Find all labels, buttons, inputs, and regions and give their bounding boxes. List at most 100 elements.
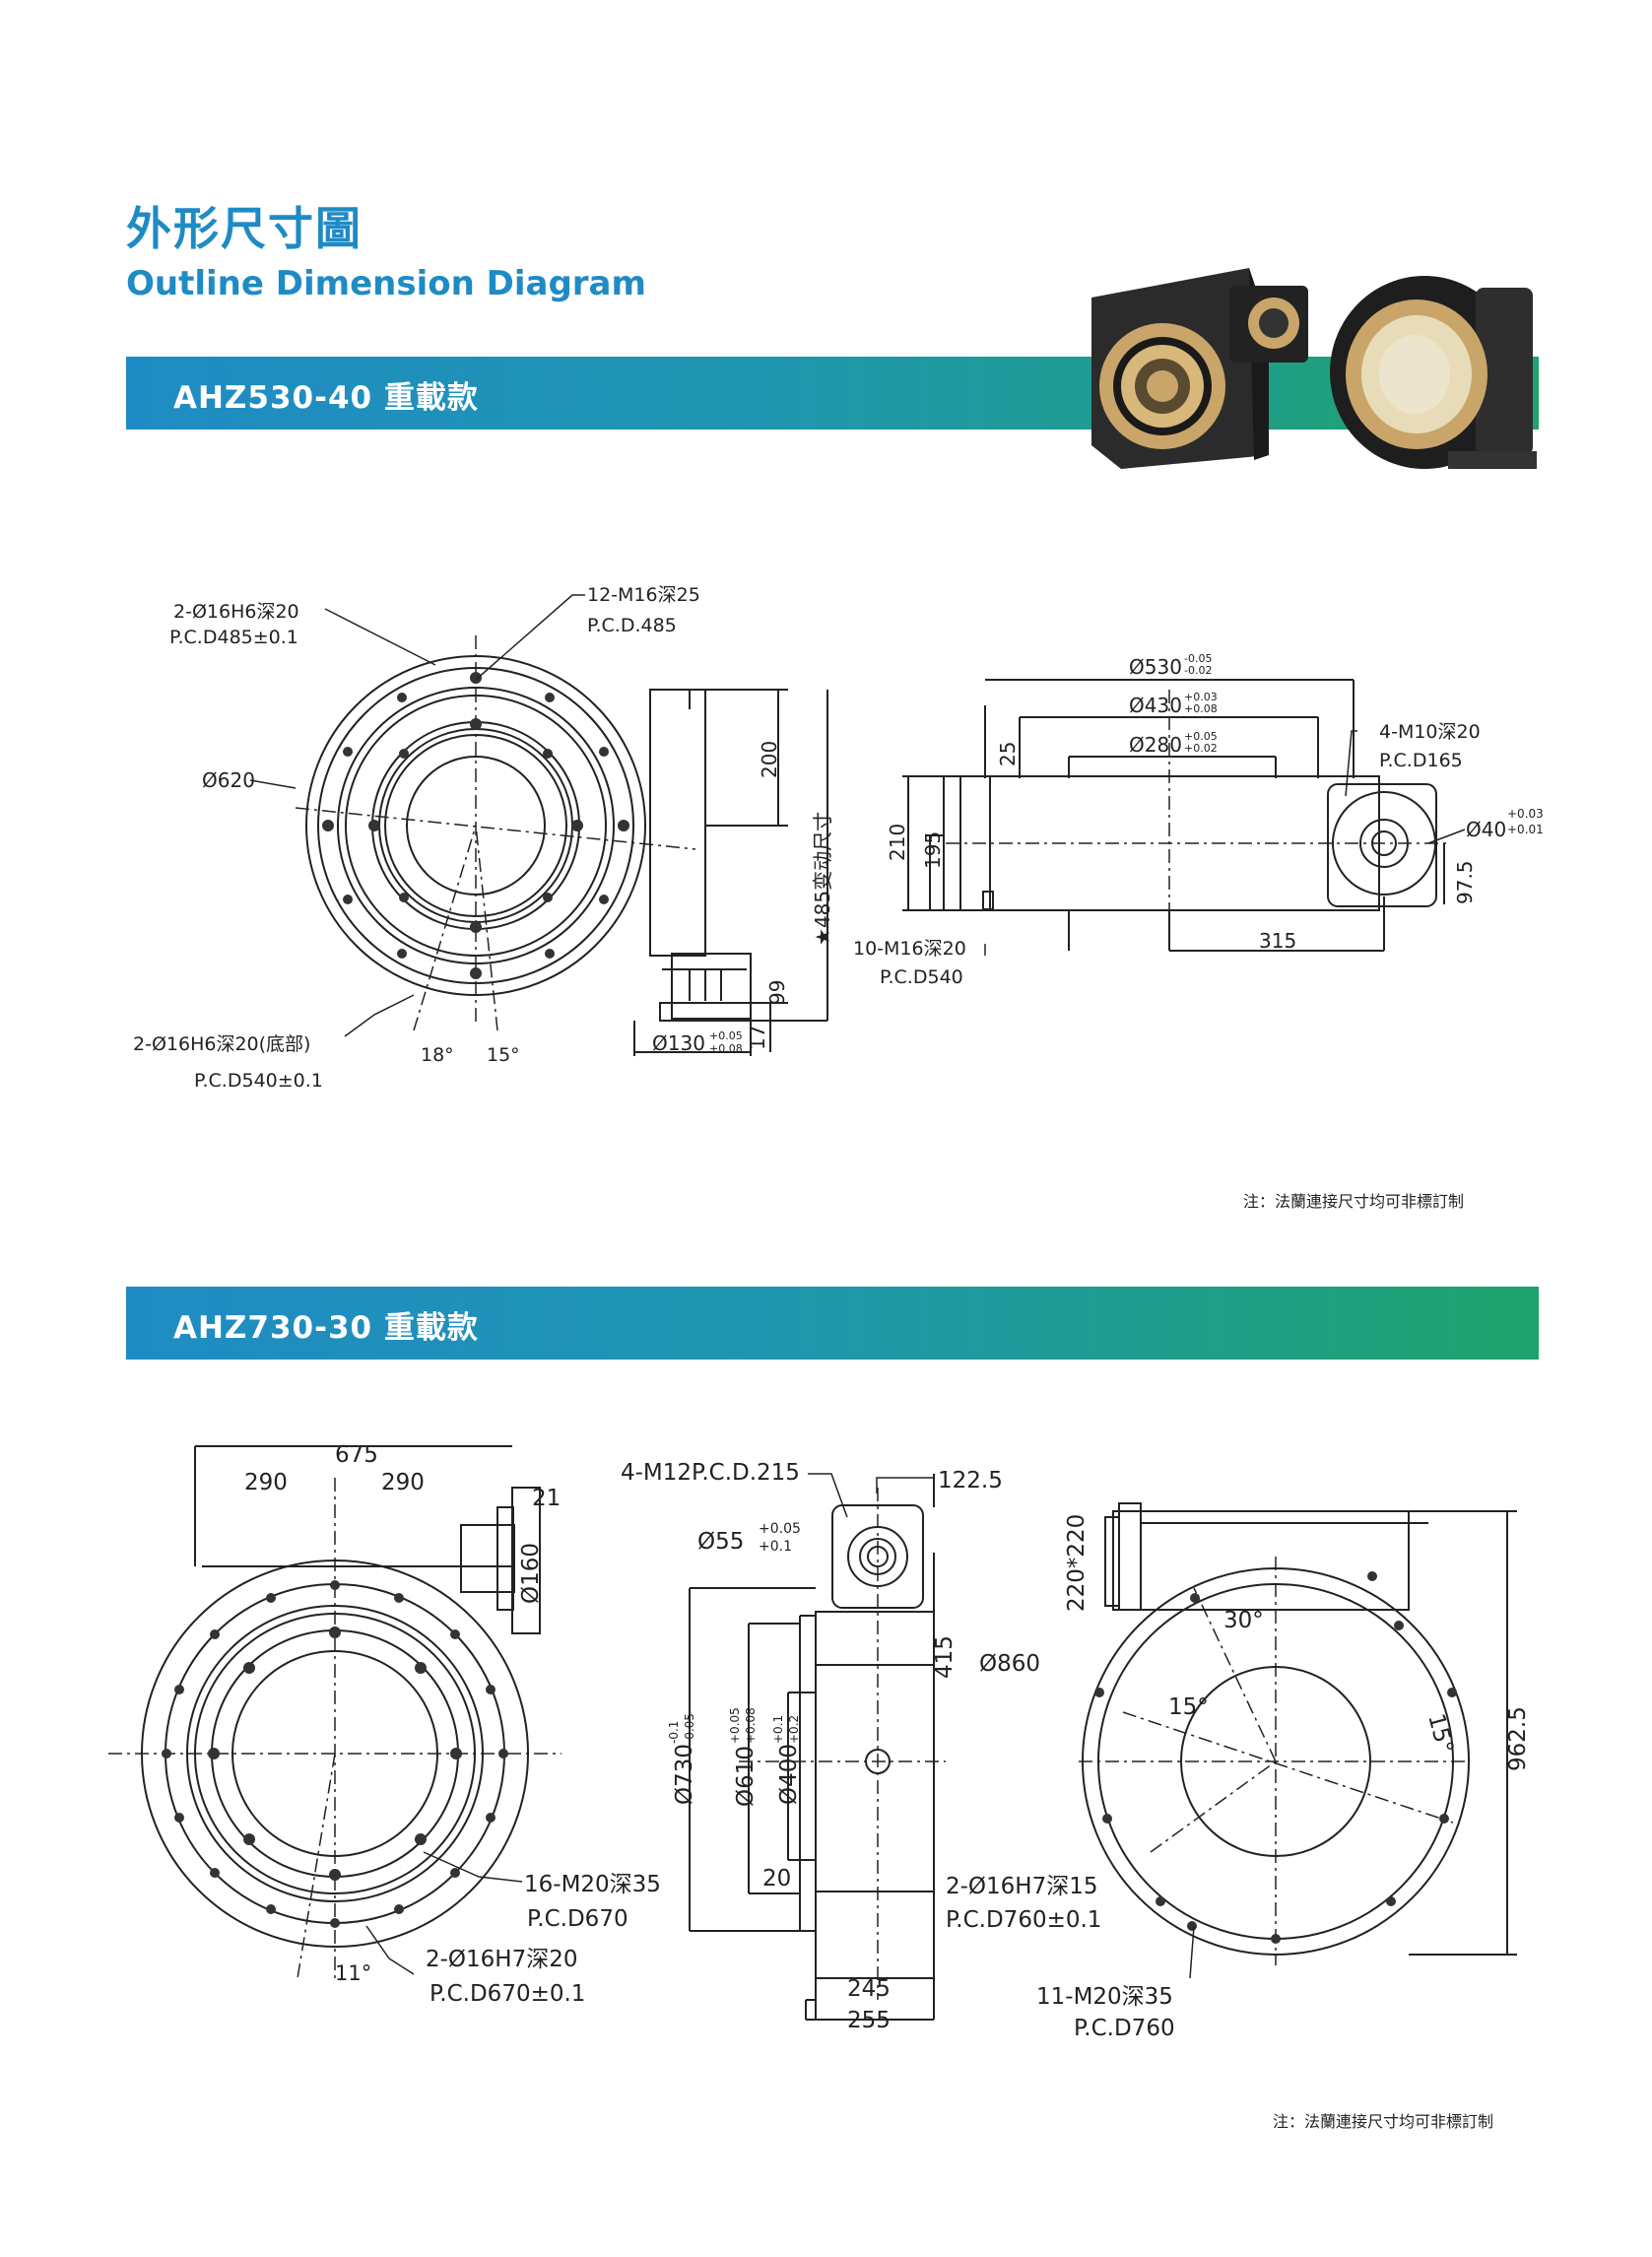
ahz530-label-dim-97-5: 97.5 — [1453, 860, 1477, 904]
ahz530-label-dia-280-tol-dn: +0.02 — [1184, 742, 1218, 755]
ahz530-label-dia-280: Ø280 — [1129, 733, 1182, 757]
section-title-ahz530: AHZ530-40 重載款 — [173, 380, 479, 416]
ahz730-bolt-holes — [162, 1580, 508, 1928]
product-photo — [1091, 268, 1537, 469]
ahz530-label-dim-210: 210 — [886, 824, 909, 861]
ahz530-label-dia-530-tol-up: -0.05 — [1184, 652, 1212, 665]
ahz530-label-dia-530-tol-dn: -0.02 — [1184, 664, 1212, 677]
ahz730-label-dia-400-tol-dn: +0.2 — [787, 1715, 801, 1744]
ahz730-label-angle-15b: 15° — [1422, 1711, 1458, 1757]
ahz530-centerlines — [295, 635, 696, 1031]
ahz530-label-dia-430-tol-dn: +0.08 — [1184, 702, 1218, 715]
ahz530-label-dim-25: 25 — [996, 742, 1020, 766]
ahz530-label-angle-15: 15° — [487, 1044, 520, 1066]
ahz530-label-tapped-c: 10-M16深20 — [853, 938, 966, 960]
ahz530-label-tapped-d: 4-M10深20 — [1379, 721, 1481, 743]
ahz730-front-centerlines — [1079, 1557, 1468, 1965]
ahz730-label-tapped-c-pcd: P.C.D760 — [1074, 2016, 1175, 2041]
ahz730-label-dia-55-tol-dn: +0.1 — [759, 1539, 792, 1555]
ahz730-label-tapped-b: 4-M12P.C.D.215 — [621, 1460, 800, 1486]
ahz730-label-dim-290b: 290 — [381, 1470, 425, 1495]
ahz530-side-body — [633, 689, 828, 1056]
ahz730-label-dim-962-5: 962.5 — [1505, 1706, 1531, 1771]
ahz730-label-dia-730-tol-up: -0.1 — [667, 1721, 681, 1744]
ahz530-label-holes-b: 2-Ø16H6深20(底部) — [133, 1033, 310, 1055]
ahz730-label-dim-122-5: 122.5 — [938, 1468, 1003, 1494]
ahz730-label-dia-610-tol-up: +0.05 — [728, 1707, 742, 1744]
ahz530-label-dia-430-tol-up: +0.03 — [1184, 691, 1218, 703]
ahz730-label-tapped-a-pcd: P.C.D670 — [527, 1906, 628, 1932]
ahz730-side-view — [689, 1474, 935, 2021]
ahz730-label-holes-a-pcd: P.C.D670±0.1 — [430, 1981, 585, 2007]
product-photo-front — [1091, 268, 1308, 469]
ahz530-label-dim-195: 195 — [921, 831, 945, 869]
ahz530-label-dia-40-tol-dn: +0.01 — [1507, 823, 1544, 836]
ahz730-note: 注：法蘭連接尺寸均可非標訂制 — [1273, 2112, 1494, 2131]
ahz730-label-dim-255: 255 — [847, 2008, 891, 2033]
ahz530-label-dia-530: Ø530 — [1129, 655, 1182, 679]
ahz530-label-angle-18: 18° — [421, 1044, 454, 1066]
ahz730-label-holes-b-pcd: P.C.D760±0.1 — [946, 1907, 1101, 1933]
ahz530-leaders — [249, 594, 1466, 1037]
ahz730-label-dim-675: 675 — [335, 1442, 378, 1468]
ahz530-label-dia-130-tol-up: +0.05 — [709, 1029, 743, 1042]
ahz530-label-dia-280-tol-up: +0.05 — [1184, 730, 1218, 743]
ahz730-label-holes-b: 2-Ø16H7深15 — [946, 1874, 1098, 1899]
ahz530-label-dim-485-var: ★485变动尺寸 — [811, 812, 834, 946]
ahz730-label-dia-160: Ø160 — [518, 1543, 544, 1604]
ahz530-label-dim-315: 315 — [1259, 929, 1296, 953]
ahz730-label-tapped-a: 16-M20深35 — [524, 1872, 661, 1897]
ahz730-label-dia-55: Ø55 — [697, 1529, 744, 1555]
ahz530-label-holes-a-pcd: P.C.D485±0.1 — [169, 627, 298, 648]
ahz530-label-dia-430: Ø430 — [1129, 694, 1182, 717]
section-band-ahz730: AHZ730-30 重載款 — [126, 1287, 1539, 1360]
ahz730-label-dia-610: Ø610 — [733, 1746, 759, 1807]
ahz730-label-tapped-c: 11-M20深35 — [1036, 1984, 1173, 2010]
ahz530-label-tapped-a-pcd: P.C.D.485 — [587, 615, 677, 636]
ahz730-label-angle-15a: 15° — [1168, 1694, 1209, 1720]
product-photo-rear — [1330, 276, 1537, 469]
page-title-cn: 外形尺寸圖 — [126, 202, 363, 255]
ahz730-leaders — [365, 1473, 1195, 1979]
section-band-ahz530: AHZ530-40 重載款 — [126, 357, 1539, 430]
ahz730-label-angle-30: 30° — [1223, 1608, 1264, 1633]
ahz730-side-centerlines — [739, 1488, 946, 2000]
page-title-en: Outline Dimension Diagram — [126, 264, 646, 303]
ahz730-label-dia-730-tol-dn: -0.05 — [683, 1713, 696, 1744]
ahz530-bolt-holes — [322, 672, 629, 979]
ahz730-label-dia-860: Ø860 — [979, 1651, 1040, 1677]
ahz730-label-dim-290a: 290 — [244, 1470, 288, 1495]
ahz730-label-dim-21: 21 — [532, 1486, 561, 1511]
ahz530-label-dia-40: Ø40 — [1466, 818, 1506, 841]
ahz730-label-dim-220x220: 220*220 — [1064, 1514, 1090, 1612]
ahz530-front-view — [902, 679, 1445, 952]
ahz530-note: 注：法蘭連接尺寸均可非標訂制 — [1243, 1192, 1465, 1211]
ahz530-label-dia-130: Ø130 — [652, 1031, 705, 1055]
ahz730-label-dim-415: 415 — [932, 1635, 958, 1679]
ahz730-label-dim-20: 20 — [762, 1866, 791, 1892]
ahz730-label-dim-245: 245 — [847, 1976, 891, 2002]
section-title-ahz730: AHZ730-30 重載款 — [173, 1310, 479, 1346]
ahz530-label-tapped-d-pcd: P.C.D165 — [1379, 750, 1463, 771]
ahz530-label-dia-130-tol-dn: +0.08 — [709, 1042, 743, 1055]
ahz530-label-dia-620: Ø620 — [202, 768, 255, 792]
ahz730-top-centerlines — [108, 1478, 562, 1980]
ahz730-label-dia-400-tol-up: +0.1 — [771, 1715, 785, 1744]
ahz730-label-dia-730: Ø730 — [672, 1744, 697, 1805]
ahz730-front-holes — [1094, 1571, 1457, 1944]
ahz530-label-dim-200: 200 — [758, 741, 781, 778]
ahz730-label-holes-a: 2-Ø16H7深20 — [426, 1947, 578, 1972]
ahz730-label-dia-55-tol-up: +0.05 — [759, 1521, 801, 1537]
ahz530-label-tapped-c-pcd: P.C.D540 — [880, 966, 963, 988]
ahz530-label-dia-40-tol-up: +0.03 — [1507, 807, 1544, 821]
ahz530-label-dim-99: 99 — [765, 980, 789, 1005]
ahz530-label-tapped-a: 12-M16深25 — [587, 584, 700, 606]
ahz530-label-holes-a: 2-Ø16H6深20 — [173, 601, 299, 623]
ahz730-top-view — [141, 1445, 541, 1948]
ahz730-label-angle-11: 11° — [335, 1961, 371, 1985]
ahz730-label-dia-610-tol-dn: +0.08 — [744, 1707, 758, 1744]
ahz530-label-holes-b-pcd: P.C.D540±0.1 — [194, 1070, 323, 1092]
ahz530-front-centerlines — [946, 690, 1448, 916]
ahz730-label-dia-400: Ø400 — [776, 1744, 802, 1805]
